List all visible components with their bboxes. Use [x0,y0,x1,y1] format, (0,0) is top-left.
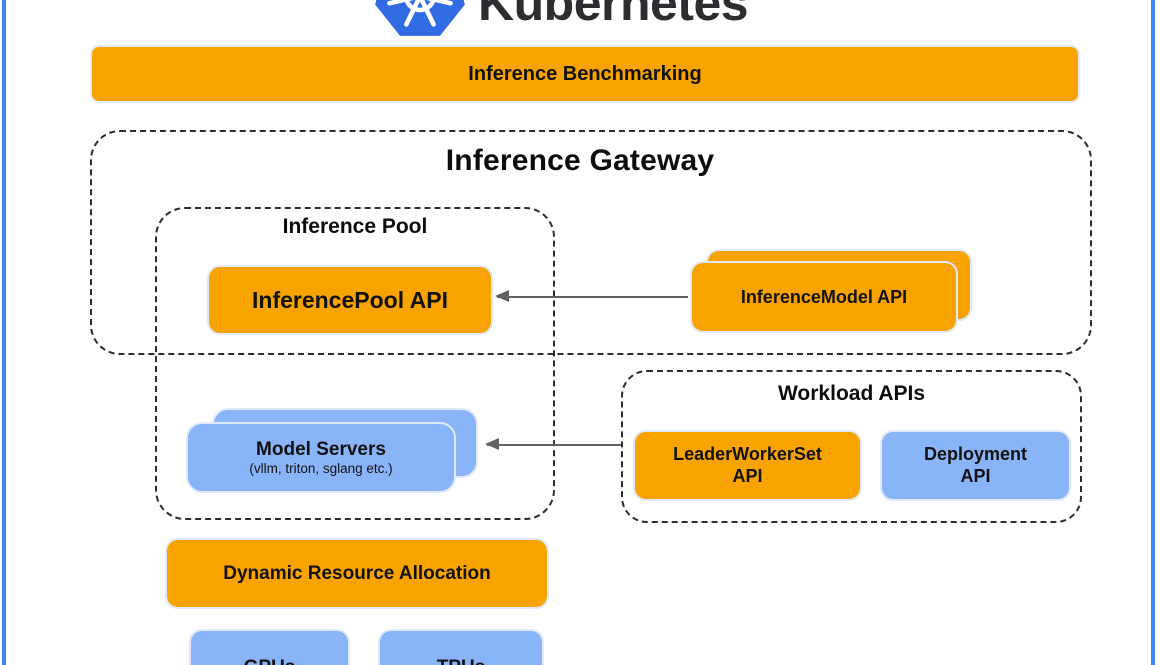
leaderworkerset-api-label-line1: LeaderWorkerSet [673,443,822,464]
inference-gateway-title: Inference Gateway [445,144,715,177]
inference-gateway-container [90,130,1092,355]
deployment-api-label-line2: API [960,465,991,486]
inference-pool-title: Inference Pool [282,215,428,238]
inferencepool-api-label: InferencePool API [252,286,448,313]
arrow-workload-to-modelservers [485,438,621,450]
inferencemodel-api-box: InferenceModel API [690,261,958,333]
gpus-label: GPUs [244,657,296,665]
inference-benchmarking-box: Inference Benchmarking [90,45,1080,103]
dynamic-resource-allocation-box: Dynamic Resource Allocation [165,538,549,609]
tpus-box: TPUs [378,629,544,665]
workload-apis-container [621,370,1082,523]
deployment-api-box: Deployment API [880,430,1071,501]
model-servers-box: Model Servers (vllm, triton, sglang etc.… [186,422,456,493]
gpus-box: GPUs [189,629,350,665]
tpus-label: TPUs [437,657,486,665]
inference-pool-container [155,207,555,520]
inferencemodel-api-label: InferenceModel API [740,286,908,307]
workload-apis-title: Workload APIs [777,382,926,405]
dynamic-resource-allocation-label: Dynamic Resource Allocation [223,562,491,584]
leaderworkerset-api-label-line2: API [732,465,763,486]
inferencepool-api-box: InferencePool API [207,265,493,335]
model-servers-title: Model Servers [256,439,386,461]
inference-benchmarking-label: Inference Benchmarking [468,62,702,85]
kubernetes-logo-icon [375,0,465,36]
leaderworkerset-api-box: LeaderWorkerSet API [633,430,862,501]
deployment-api-label-line1: Deployment [923,443,1028,464]
model-servers-subtitle: (vllm, triton, sglang etc.) [249,460,393,476]
kubernetes-wordmark: Kubernetes [478,0,749,31]
arrow-inferencemodel-to-inferencepool [495,290,688,302]
